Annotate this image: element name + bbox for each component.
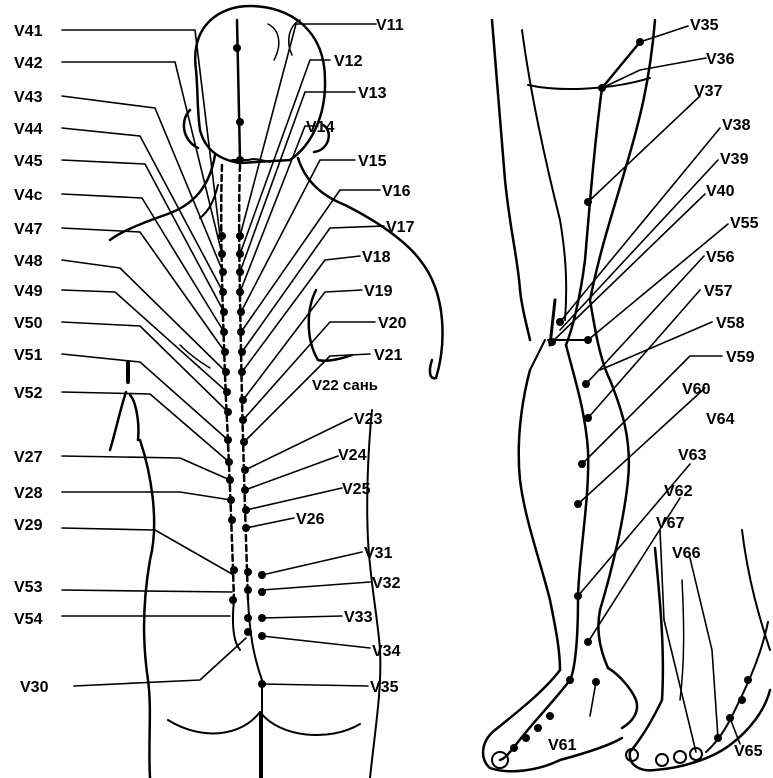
label-V16: V16 <box>382 183 411 200</box>
label-V31: V31 <box>364 545 393 562</box>
label-V59: V59 <box>726 349 755 366</box>
label-V35-back: V35 <box>370 679 399 696</box>
label-V25: V25 <box>342 481 371 498</box>
label-V52: V52 <box>14 385 43 402</box>
point-labels: V41 V42 V43 V44 V45 V4с V47 V48 V49 V50 … <box>14 17 763 760</box>
label-V24: V24 <box>338 447 367 464</box>
label-V23: V23 <box>354 411 383 428</box>
label-V11: V11 <box>376 17 404 34</box>
label-V21: V21 <box>374 347 403 364</box>
label-V36: V36 <box>706 51 735 68</box>
label-V43: V43 <box>14 89 43 106</box>
label-V42: V42 <box>14 55 43 72</box>
label-V19: V19 <box>364 283 393 300</box>
label-V41: V41 <box>14 23 43 40</box>
label-V27: V27 <box>14 449 43 466</box>
label-V35: V35 <box>690 17 719 34</box>
label-V30: V30 <box>20 679 49 696</box>
label-V49: V49 <box>14 283 43 300</box>
label-V12: V12 <box>334 53 363 70</box>
label-V44: V44 <box>14 121 43 138</box>
label-V15: V15 <box>358 153 387 170</box>
label-V38: V38 <box>722 117 751 134</box>
label-V55: V55 <box>730 215 759 232</box>
label-V22: V22 сань <box>312 377 378 394</box>
label-V51: V51 <box>14 347 43 364</box>
label-V17: V17 <box>386 219 415 236</box>
label-V34: V34 <box>372 643 401 660</box>
label-V39: V39 <box>720 151 749 168</box>
label-V50: V50 <box>14 315 43 332</box>
label-V65: V65 <box>734 743 763 760</box>
label-V28: V28 <box>14 485 43 502</box>
leg-meridian <box>500 42 768 760</box>
label-V37: V37 <box>694 83 723 100</box>
label-V45: V45 <box>14 153 43 170</box>
label-V56: V56 <box>706 249 735 266</box>
label-V32: V32 <box>372 575 401 592</box>
label-V46: V4с <box>14 187 43 204</box>
label-V66: V66 <box>672 545 701 562</box>
label-V26: V26 <box>296 511 325 528</box>
label-V18: V18 <box>362 249 391 266</box>
label-V53: V53 <box>14 579 43 596</box>
label-V60: V60 <box>682 381 711 398</box>
label-V29: V29 <box>14 517 43 534</box>
label-V64: V64 <box>706 411 735 428</box>
label-V58: V58 <box>716 315 745 332</box>
label-V61: V61 <box>548 737 577 754</box>
label-V14: V14 <box>306 119 335 136</box>
label-V57: V57 <box>704 283 733 300</box>
label-V63: V63 <box>678 447 707 464</box>
leg-leader-lines <box>552 26 740 752</box>
label-V47: V47 <box>14 221 43 238</box>
label-V33: V33 <box>344 609 373 626</box>
label-V40: V40 <box>706 183 735 200</box>
label-V67: V67 <box>656 515 685 532</box>
label-V13: V13 <box>358 85 387 102</box>
label-V20: V20 <box>378 315 407 332</box>
label-V54: V54 <box>14 611 43 628</box>
label-V62: V62 <box>664 483 693 500</box>
label-V48: V48 <box>14 253 43 270</box>
